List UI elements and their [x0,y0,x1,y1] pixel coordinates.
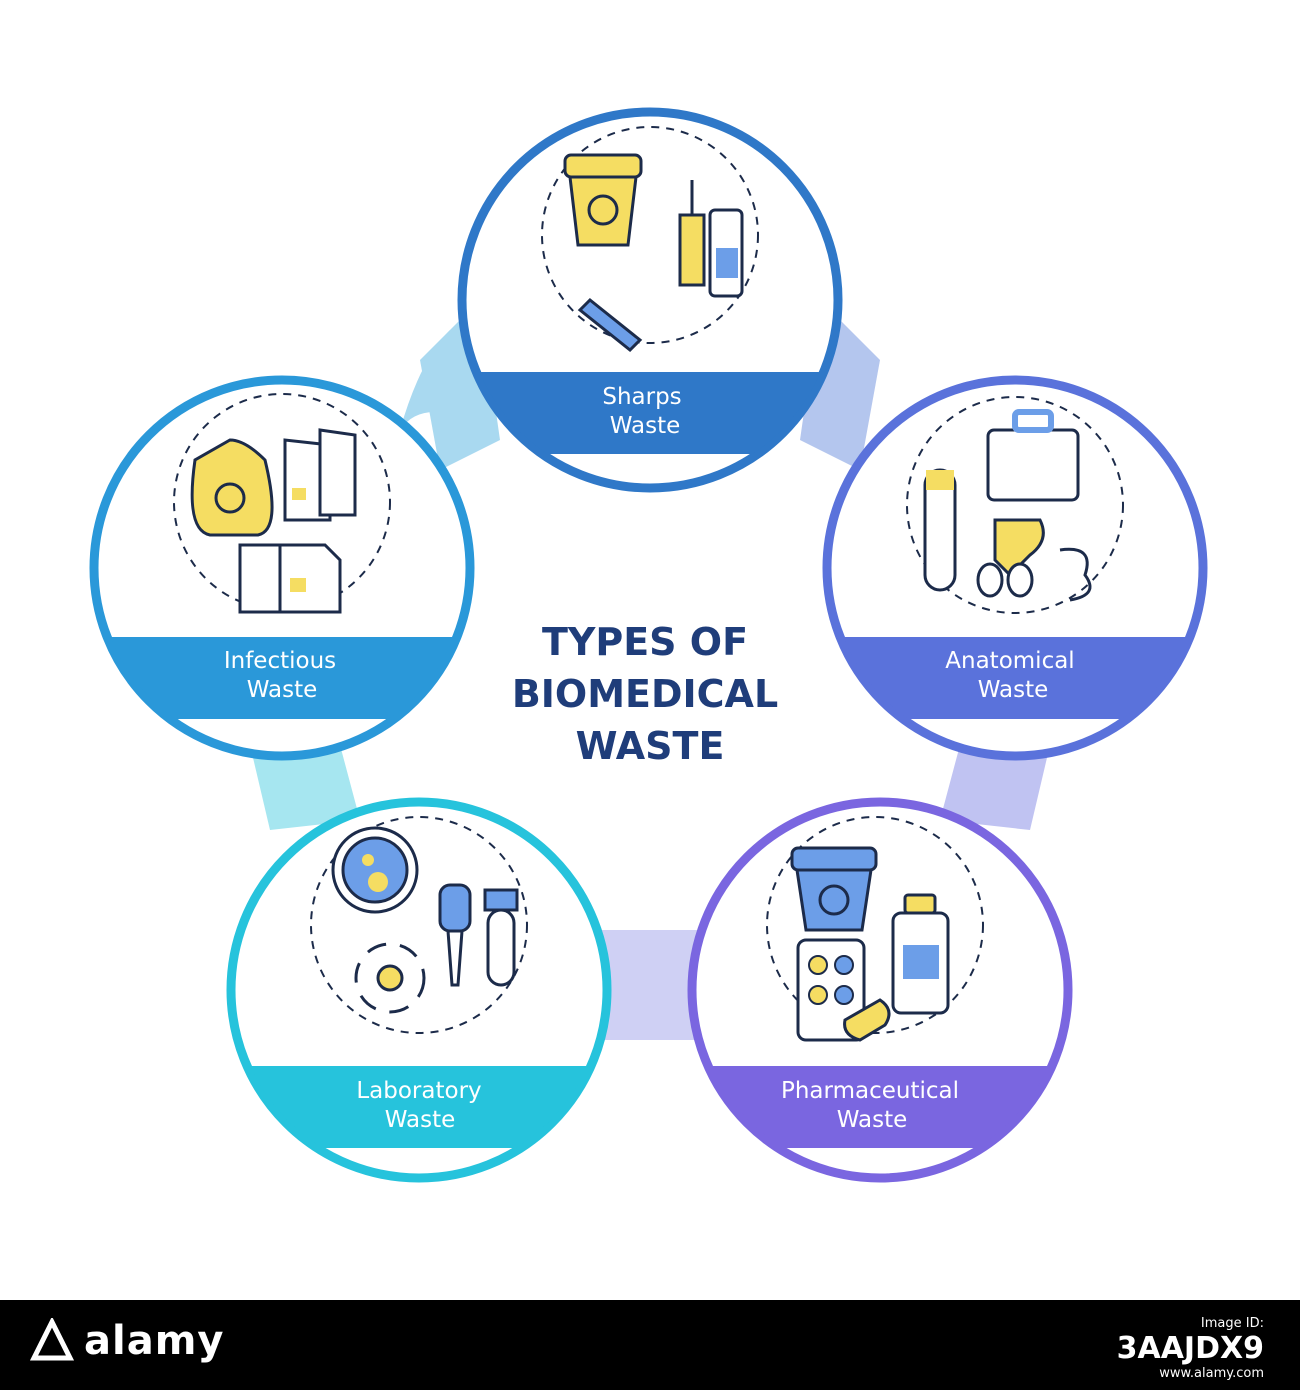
image-id-block: Image ID: 3AAJDX9 www.alamy.com [1117,1316,1264,1381]
center-title: TYPES OF BIOMEDICAL WASTE [512,620,778,768]
connector-anatomical-pharmaceutical [940,745,1050,830]
sharps-label-line2: Waste [610,413,681,439]
title-line-1: TYPES OF [542,620,748,664]
laboratory-label-line2: Waste [385,1107,456,1133]
node-anatomical-band [830,637,1200,719]
connector-laboratory-pharmaceutical [590,930,710,1040]
image-id-label: Image ID: [1200,1316,1264,1331]
image-url: www.alamy.com [1159,1366,1264,1381]
infectious-waste-icon [173,393,391,614]
pharmaceutical-waste-icon [766,816,984,1042]
footer-bar: alamy Image ID: 3AAJDX9 www.alamy.com [0,1300,1300,1390]
sharps-label-line1: Sharps [602,384,681,410]
node-infectious-band [97,637,467,719]
image-id-code: 3AAJDX9 [1116,1331,1264,1366]
anatomical-waste-icon [906,396,1124,614]
pharmaceutical-label-line2: Waste [837,1107,908,1133]
sharps-waste-icon [541,126,759,353]
anatomical-label-line2: Waste [978,677,1049,703]
alamy-mark-icon [30,1318,74,1361]
connector-infectious-laboratory [250,745,360,830]
biomedical-waste-diagram: Sharps Waste Infectious Waste [89,107,1208,1183]
pharmaceutical-label-line1: Pharmaceutical [781,1078,959,1104]
laboratory-label-line1: Laboratory [356,1078,481,1104]
logo-text: alamy [84,1318,225,1364]
node-pharmaceutical: Pharmaceutical Waste [687,797,1073,1183]
node-sharps: Sharps Waste [457,107,843,493]
title-line-3: WASTE [576,724,725,768]
laboratory-waste-icon [310,816,528,1034]
infectious-label-line1: Infectious [224,648,336,674]
title-line-2: BIOMEDICAL [512,672,778,716]
anatomical-label-line1: Anatomical [945,648,1074,674]
alamy-logo: alamy [30,1318,224,1364]
node-laboratory: Laboratory Waste [226,797,612,1183]
infectious-label-line2: Waste [247,677,318,703]
node-anatomical: Anatomical Waste [822,375,1208,761]
node-infectious: Infectious Waste [89,375,475,761]
